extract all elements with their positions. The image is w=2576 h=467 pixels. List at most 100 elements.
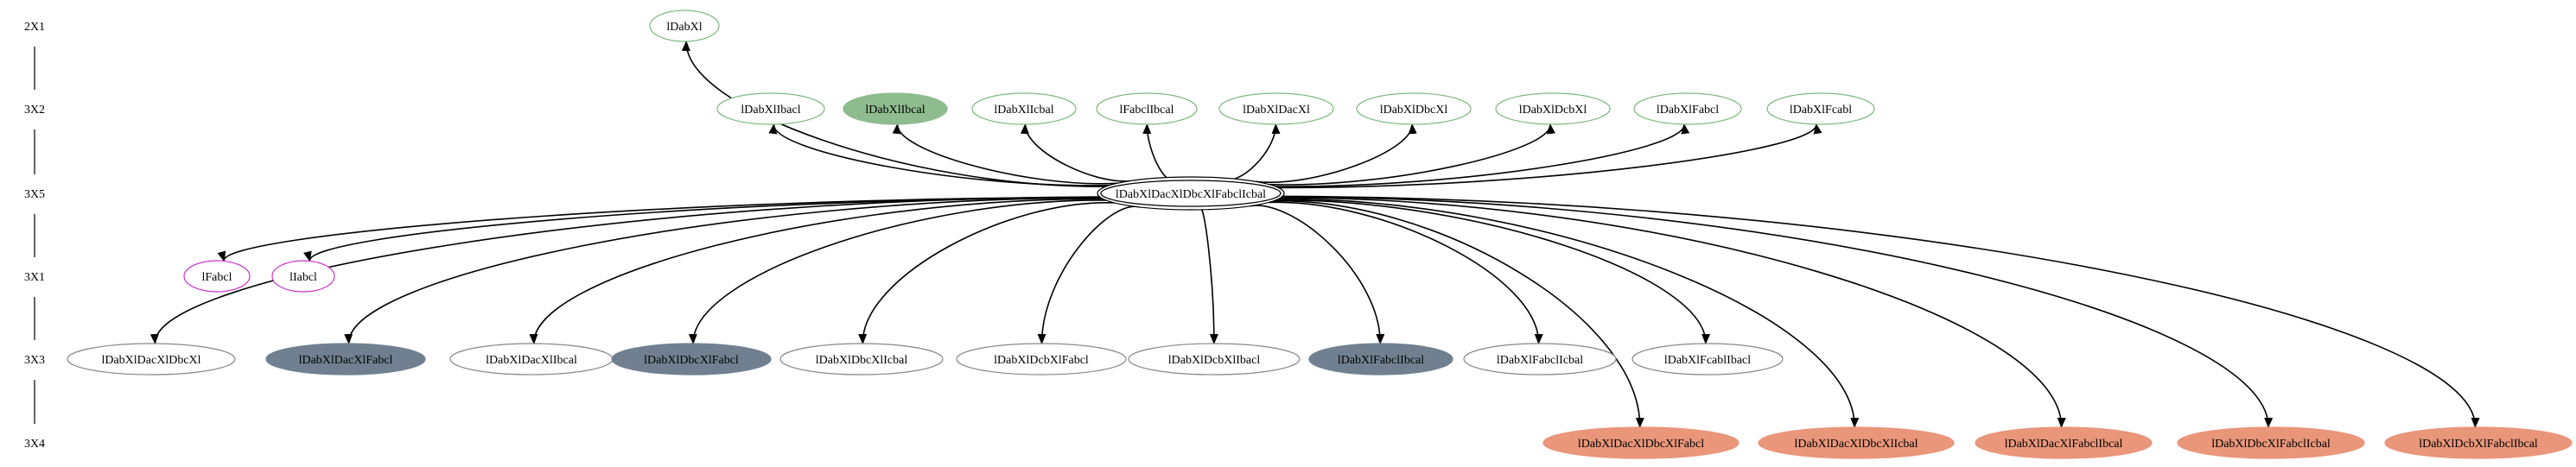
node-label: lDabXlDacXlIbcal	[486, 354, 577, 367]
node-n_dabx_dacx[interactable]: lDabXlDacXl	[1218, 92, 1334, 125]
node-label: lDabXlDbcXl	[1380, 104, 1448, 117]
node-label: lDabXlIbcal	[865, 104, 925, 117]
rank-label: 2X1	[24, 21, 45, 34]
edge-n_center-to-n_a5	[858, 202, 1115, 344]
node-n_dabx_ibacl[interactable]: lDabXlIbacl	[716, 92, 825, 125]
rank-label: 3X4	[24, 438, 45, 451]
edge-n_center-to-n_dabx_dacx	[1222, 123, 1281, 180]
node-shape	[2177, 426, 2365, 459]
edge-n_center-to-n_a3	[529, 198, 1104, 344]
node-shape	[2384, 426, 2573, 459]
node-shape	[1128, 343, 1301, 375]
node-n_b5[interactable]: lDabXlDcbXlFabclIbcal	[2384, 426, 2573, 459]
node-n_iabcl[interactable]: lIabcl	[271, 260, 335, 293]
node-label: lDabXlDacXlDbcXlFabclIcbal	[1116, 188, 1266, 201]
node-n_dabx_fcabl[interactable]: lDabXlFcabl	[1766, 92, 1875, 125]
node-n_a7[interactable]: lDabXlDcbXlIbacl	[1128, 343, 1301, 375]
node-n_a4[interactable]: lDabXlDbcXlFabcl	[611, 343, 772, 375]
node-shape	[265, 343, 426, 375]
node-n_fabc_ibcal[interactable]: lFabclIbcal	[1096, 92, 1198, 125]
node-label: lDabXlDacXl	[1243, 104, 1310, 117]
node-n_b1[interactable]: lDabXlDacXlDbcXlFabcl	[1542, 426, 1740, 459]
node-n_dabx_fabcl[interactable]: lDabXlFabcl	[1633, 92, 1742, 125]
node-label: lDabXlDbcXlIcbal	[816, 354, 908, 367]
edge-n_center-to-n_dabx_dcbx	[1269, 123, 1555, 186]
edge-n_center-to-n_a4	[688, 199, 1107, 344]
node-n_b3[interactable]: lDabXlDacXlFabclIbcal	[1975, 426, 2153, 459]
node-n_dabx_ibcal[interactable]: lDabXlIbcal	[843, 92, 948, 125]
node-label: lFabcl	[202, 271, 232, 284]
node-shape	[1097, 176, 1285, 211]
edge-n_center-to-n_dabx_icbal	[1020, 123, 1137, 182]
node-shape	[843, 92, 948, 125]
rank-label: 3X5	[24, 188, 45, 201]
node-label: lDabXlDbcXlFabclIcbal	[2211, 438, 2331, 451]
node-label: lDabXlDacXlFabcl	[299, 354, 393, 367]
node-shape	[1766, 92, 1875, 125]
edge-n_center-to-n_a1	[149, 196, 1100, 344]
node-shape	[1975, 426, 2153, 459]
node-label: lDabXlDcbXl	[1519, 104, 1587, 117]
node-n_b2[interactable]: lDabXlDacXlDbcXlIcbal	[1758, 426, 1955, 459]
rank-label: 3X2	[24, 104, 45, 117]
node-label: lDabXl	[666, 21, 702, 34]
node-label: lDabXlDacXlDbcXlIcbal	[1794, 438, 1918, 451]
node-n_center[interactable]: lDabXlDacXlDbcXlFabclIcbal	[1097, 176, 1285, 211]
node-shape	[1096, 92, 1198, 125]
edge-n_center-to-n_dabx_fabcl	[1275, 123, 1690, 187]
node-inner-ring	[1100, 180, 1282, 207]
edge-n_center-to-n_dabx_ibcal	[892, 123, 1118, 185]
edge-n_center-to-n_b4	[1282, 196, 2274, 428]
node-label: lIabcl	[289, 271, 317, 284]
node-n_dabx_dbcx[interactable]: lDabXlDbcXl	[1356, 92, 1472, 125]
node-label: lDabXlIcbal	[994, 104, 1053, 117]
rank-label: 3X3	[24, 354, 45, 367]
node-label: lFabclIbcal	[1120, 104, 1174, 117]
edge-n_center-to-n_dabx_dbcx	[1255, 123, 1417, 183]
node-shape	[779, 343, 944, 375]
node-n_dabx_icbal[interactable]: lDabXlIcbal	[971, 92, 1077, 125]
node-shape	[1463, 343, 1617, 375]
node-label: lDabXlDacXlDbcXl	[101, 354, 200, 367]
node-shape	[183, 260, 251, 293]
node-n_b4[interactable]: lDabXlDbcXlFabclIcbal	[2177, 426, 2365, 459]
node-shape	[1758, 426, 1955, 459]
node-n_dabx[interactable]: lDabXl	[649, 9, 720, 42]
node-n_a6[interactable]: lDabXlDcbXlFabcl	[956, 343, 1127, 375]
node-shape	[716, 92, 825, 125]
node-shape	[956, 343, 1127, 375]
edge-n_center-to-n_dabx_fcabl	[1278, 123, 1822, 189]
node-shape	[1356, 92, 1472, 125]
edge-n_center-to-n_a6	[1037, 205, 1141, 344]
node-n_a2[interactable]: lDabXlDacXlFabcl	[265, 343, 426, 375]
edge-n_center-to-n_a2	[344, 197, 1101, 344]
node-n_a1[interactable]: lDabXlDacXlDbcXl	[67, 343, 236, 375]
edge-n_center-to-n_a10	[1275, 199, 1711, 344]
node-shape	[1308, 343, 1453, 375]
node-label: lDabXlDcbXlIbacl	[1168, 354, 1261, 367]
edge-n_center-to-n_fabc_ibcal	[1142, 123, 1174, 180]
edge-n_center-to-n_b5	[1282, 195, 2480, 428]
node-label: lDabXlFcablIbacl	[1664, 354, 1751, 367]
node-shape	[271, 260, 335, 293]
node-shape	[1633, 92, 1742, 125]
node-shape	[611, 343, 772, 375]
node-shape	[1495, 92, 1611, 125]
node-n_dabx_dcbx[interactable]: lDabXlDcbXl	[1495, 92, 1611, 125]
node-label: lDabXlIbacl	[741, 104, 800, 117]
node-label: lDabXlDcbXlFabcl	[994, 354, 1089, 367]
edge-layer	[149, 41, 2480, 428]
node-n_a5[interactable]: lDabXlDbcXlIcbal	[779, 343, 944, 375]
edge-n_center-to-n_b3	[1281, 197, 2066, 428]
node-n_a8[interactable]: lDabXlFabclIbcal	[1308, 343, 1453, 375]
node-n_a10[interactable]: lDabXlFcablIbacl	[1631, 343, 1784, 375]
node-n_a3[interactable]: lDabXlDacXlIbcal	[449, 343, 614, 375]
edge-n_center-to-n_a8	[1250, 205, 1385, 344]
node-shape	[1218, 92, 1334, 125]
node-label: lDabXlFabcl	[1657, 104, 1719, 117]
node-n_fabcl[interactable]: lFabcl	[183, 260, 251, 293]
node-n_a9[interactable]: lDabXlFabclIcbal	[1463, 343, 1617, 375]
node-shape	[971, 92, 1077, 125]
